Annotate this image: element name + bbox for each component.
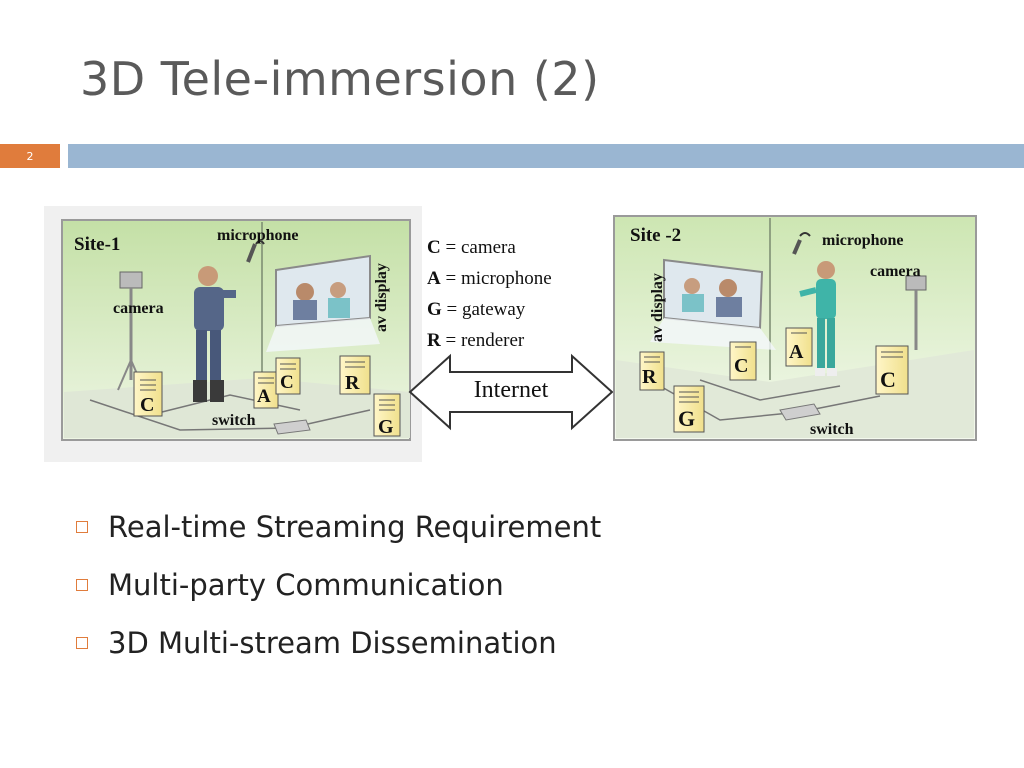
slide-title: 3D Tele-immersion (2)	[80, 52, 600, 106]
site-1-label: Site-1	[74, 234, 120, 255]
legend-item-g: G = gateway	[427, 299, 526, 320]
site-1-panel: C A C R G Site-1 microphone camera sw	[44, 206, 422, 462]
site-1-node-r-renderer: R	[339, 355, 371, 395]
site-2-node-c-label: C	[734, 355, 748, 377]
header-bar	[68, 144, 1024, 168]
bullet-item: 3D Multi-stream Dissemination	[76, 614, 601, 672]
site-2-node-r-renderer: R	[639, 351, 665, 391]
site-2-node-c-camera: C	[729, 341, 757, 381]
site-2-microphone-label: microphone	[822, 232, 903, 249]
slide-number: 2	[0, 144, 60, 168]
site-2-microphone-icon	[792, 232, 811, 255]
site-2-node-c-camera-2: C	[875, 345, 909, 395]
site-1-node-c2-label: C	[280, 372, 294, 393]
bullet-text: Real-time Streaming Requirement	[108, 510, 602, 544]
tele-immersion-diagram: C A C R G Site-1 microphone camera sw	[44, 206, 977, 462]
site-2-label: Site -2	[630, 225, 681, 246]
site-2-av-display-icon	[650, 258, 776, 350]
bullet-item: Real-time Streaming Requirement	[76, 498, 601, 556]
site-1-node-a-label: A	[257, 386, 271, 407]
site-1-microphone-icon	[246, 240, 265, 263]
site-1-switch-label: switch	[212, 412, 256, 429]
site-2-node-c2-label: C	[880, 367, 896, 392]
site-1-node-c-camera-2: C	[275, 357, 301, 395]
site-1-node-c-label: C	[140, 394, 154, 416]
site-1-node-a-audio: A	[253, 371, 279, 409]
site-1-microphone-label: microphone	[217, 227, 298, 244]
site-1-person-icon	[193, 266, 236, 402]
site-1-node-g-label: G	[378, 416, 394, 438]
site-1-node-c-camera: C	[133, 371, 163, 417]
bullet-square-icon	[76, 579, 88, 591]
legend-item-c: C = camera	[427, 237, 516, 258]
site-1-camera-label: camera	[113, 300, 164, 317]
site-1-av-display-icon	[266, 254, 380, 352]
site-1-node-r-label: R	[345, 372, 360, 394]
site-2-node-a-audio: A	[785, 327, 813, 367]
bullet-text: Multi-party Communication	[108, 568, 504, 602]
site-2-av-display-label: av display	[649, 273, 666, 342]
site-2-node-r-label: R	[642, 366, 657, 388]
site-2-node-g-label: G	[678, 406, 695, 431]
bullet-item: Multi-party Communication	[76, 556, 601, 614]
bullet-square-icon	[76, 521, 88, 533]
site-2-switch-label: switch	[810, 421, 854, 438]
bullet-text: 3D Multi-stream Dissemination	[108, 626, 557, 660]
site-2-panel: R C A C G Site -2 microphone camera swit…	[613, 215, 977, 441]
bullet-list: Real-time Streaming Requirement Multi-pa…	[76, 498, 601, 672]
site-2-switch-icon	[779, 403, 821, 421]
bullet-square-icon	[76, 637, 88, 649]
internet-arrow: Internet	[408, 353, 614, 431]
site-1-node-g-gateway: G	[373, 393, 401, 438]
site-2-person-icon	[799, 261, 837, 376]
site-1-av-display-label: av display	[373, 263, 390, 332]
internet-label: Internet	[474, 377, 549, 403]
site-2-camera-icon	[905, 275, 927, 350]
diagram-legend: C = camera A = microphone G = gateway R …	[427, 232, 552, 356]
site-1-switch-icon	[273, 419, 311, 435]
legend-item-r: R = renderer	[427, 330, 525, 351]
legend-item-a: A = microphone	[427, 268, 552, 289]
site-2-camera-label: camera	[870, 263, 921, 280]
site-2-node-a-label: A	[789, 341, 804, 363]
site-2-node-g-gateway: G	[673, 385, 705, 433]
